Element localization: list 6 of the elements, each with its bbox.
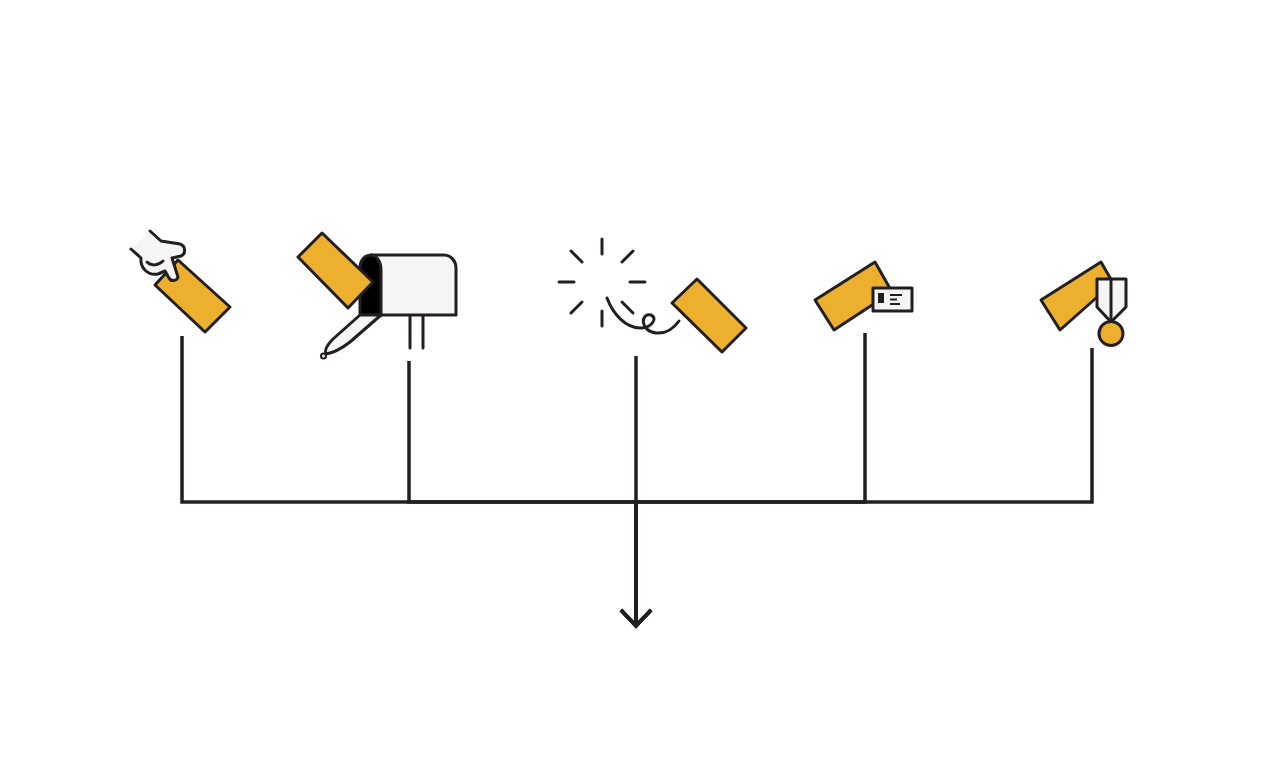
hand-ballot-icon	[128, 228, 233, 336]
ballot-id-card-icon	[812, 259, 915, 333]
connector-arrow	[619, 348, 1094, 628]
sparkle-ballot-icon	[555, 235, 749, 356]
mailbox-ballot-icon	[295, 230, 459, 361]
ballot-medal-icon	[1038, 259, 1129, 348]
